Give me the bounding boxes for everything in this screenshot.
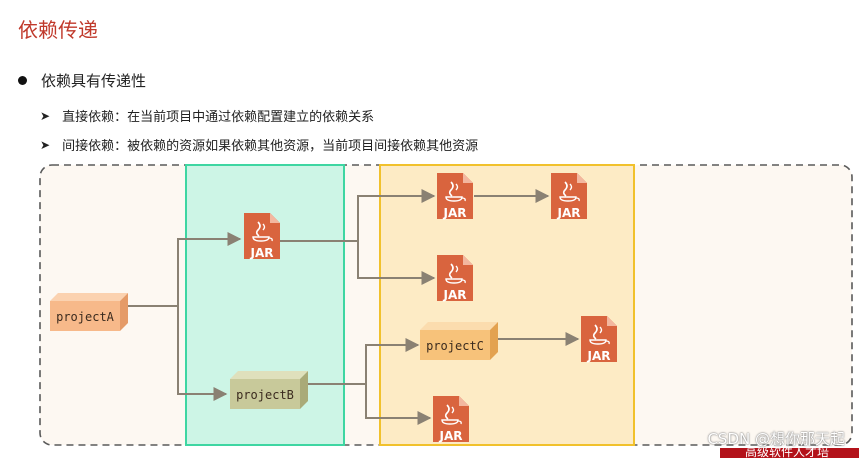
connector — [357, 189, 436, 241]
bullet-dot-icon — [18, 76, 27, 85]
projectb-node: projectB — [230, 371, 308, 409]
arrow-bullet-icon: ➤ — [40, 108, 51, 123]
sub-item-direct: ➤ 直接依赖：在当前项目中通过依赖配置建立的依赖关系 — [40, 106, 375, 126]
sub-item-indirect: ➤ 间接依赖：被依赖的资源如果依赖其他资源，当前项目间接依赖其他资源 — [40, 135, 479, 155]
projectc-label: projectC — [426, 339, 484, 353]
connector — [177, 232, 242, 306]
footer-text: 高级软件人才培 — [745, 446, 830, 458]
indirect-dependency-zone — [379, 164, 635, 446]
projecta-label: projectA — [56, 310, 115, 324]
jar-label: JAR — [557, 206, 581, 220]
sub-item-direct-text: 直接依赖：在当前项目中通过依赖配置建立的依赖关系 — [62, 110, 375, 125]
jar-icon: JAR — [436, 172, 474, 220]
projecta-node: projectA — [50, 293, 128, 331]
jar-label: JAR — [443, 288, 467, 302]
jar-icon: JAR — [243, 212, 281, 260]
connectors — [122, 189, 580, 425]
jar-label: JAR — [443, 206, 467, 220]
connector — [177, 306, 228, 401]
connector — [365, 384, 432, 425]
jar-icon: JAR — [432, 395, 470, 443]
projectb-label: projectB — [236, 388, 294, 402]
arrow-bullet-icon: ➤ — [40, 137, 51, 152]
connector — [357, 241, 436, 285]
projectc-node: projectC — [420, 322, 498, 360]
connector — [365, 338, 420, 384]
jar-label: JAR — [439, 429, 463, 443]
bullet-text: 依赖具有传递性 — [41, 72, 147, 90]
jar-label: JAR — [587, 349, 611, 363]
jar-icon: JAR — [550, 172, 588, 220]
sub-item-indirect-text: 间接依赖：被依赖的资源如果依赖其他资源，当前项目间接依赖其他资源 — [62, 139, 479, 154]
jar-label: JAR — [250, 246, 274, 260]
jar-icon: JAR — [436, 254, 474, 302]
bullet-item: 依赖具有传递性 — [18, 70, 146, 91]
watermark: CSDN @想你那天起 — [707, 430, 845, 448]
jar-icon: JAR — [580, 315, 618, 363]
footer-bar — [720, 448, 859, 458]
page-title: 依赖传递 — [18, 18, 98, 42]
